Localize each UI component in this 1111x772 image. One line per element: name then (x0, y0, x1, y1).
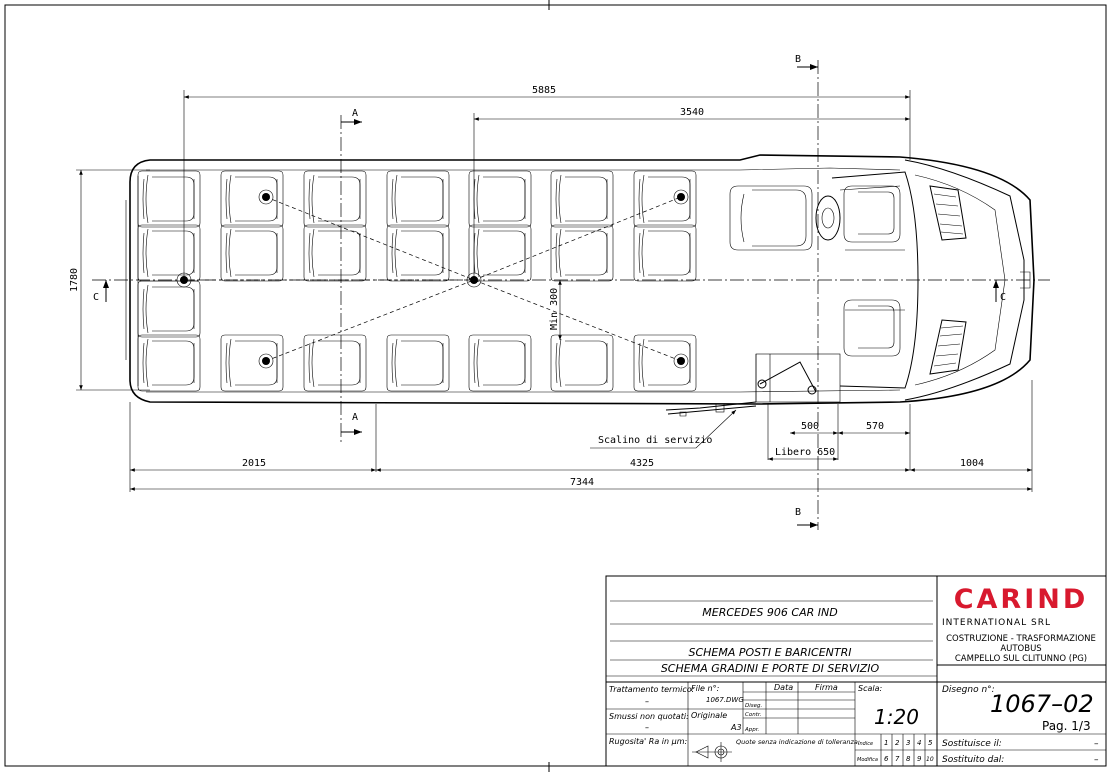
svg-text:A3: A3 (730, 723, 742, 732)
svg-text:Appr.: Appr. (744, 727, 760, 733)
svg-text:570: 570 (866, 421, 884, 432)
svg-text:Data: Data (774, 683, 793, 692)
front-vent-top (929, 185, 967, 241)
company-logo: CARIND (954, 584, 1089, 615)
dim-1780: 1780 (69, 169, 150, 391)
svg-text:5885: 5885 (532, 85, 556, 96)
dim-bottom-chain: 2015 4325 1004 7344 (129, 380, 1033, 492)
section-a-bottom-label: A (352, 412, 358, 423)
svg-text:1: 1 (884, 739, 888, 747)
svg-text:2015: 2015 (242, 458, 266, 469)
drawing-number: 1067–02 (990, 690, 1094, 718)
svg-text:–: – (645, 723, 649, 732)
svg-text:Sostituito dal:: Sostituito dal: (942, 755, 1004, 765)
svg-text:Scalino di servizio: Scalino di servizio (598, 435, 712, 446)
svg-text:Disegno n°:: Disegno n°: (942, 685, 995, 695)
bus-plan-view (125, 154, 1035, 417)
dim-500-570: 500 570 (767, 404, 911, 470)
dim-5885: 5885 (183, 85, 911, 280)
svg-text:9: 9 (917, 755, 922, 763)
svg-text:Quote senza indicazione di tol: Quote senza indicazione di tolleranza: (736, 738, 860, 746)
dim-min300: Min 300 (549, 280, 562, 340)
svg-text:1067.DWG: 1067.DWG (706, 696, 744, 704)
svg-text:–: – (1094, 739, 1099, 749)
svg-text:Originale: Originale (691, 711, 727, 720)
section-b-top-label: B (795, 54, 801, 65)
svg-text:1780: 1780 (69, 268, 80, 292)
section-c-left-label: C (93, 292, 99, 303)
svg-text:500: 500 (801, 421, 819, 432)
scale-value: 1:20 (874, 705, 919, 729)
section-b: B B (795, 54, 819, 530)
svg-text:7344: 7344 (570, 477, 594, 488)
dim-libero: Libero 650 (768, 447, 838, 461)
svg-text:File n°:: File n°: (691, 684, 720, 693)
svg-text:4325: 4325 (630, 458, 654, 469)
passenger-seats (137, 170, 697, 392)
steering-wheel-icon (815, 195, 841, 241)
front-vent-bottom (929, 319, 967, 375)
svg-text:Libero 650: Libero 650 (775, 447, 835, 458)
svg-text:Indice: Indice (858, 741, 873, 747)
scalino-callout: Scalino di servizio (590, 409, 737, 449)
section-b-bottom-label: B (795, 507, 801, 518)
svg-text:10: 10 (926, 756, 934, 763)
dim-3540: 3540 (473, 107, 910, 280)
page-number: Pag. 1/3 (1042, 719, 1091, 733)
svg-text:4: 4 (917, 739, 921, 747)
svg-text:Modifica: Modifica (857, 757, 878, 763)
svg-text:COSTRUZIONE - TRASFORMAZIONE: COSTRUZIONE - TRASFORMAZIONE (946, 634, 1096, 644)
svg-text:3540: 3540 (680, 107, 704, 118)
projection-symbol-icon (692, 742, 732, 762)
company-sub: INTERNATIONAL SRL (942, 618, 1051, 628)
svg-text:CAMPELLO SUL CLITUNNO (PG): CAMPELLO SUL CLITUNNO (PG) (955, 654, 1087, 664)
service-step (665, 401, 757, 415)
svg-text:8: 8 (906, 755, 911, 763)
svg-text:Firma: Firma (815, 683, 838, 692)
drawing-frame (4, 4, 1107, 767)
svg-text:Min 300: Min 300 (549, 288, 560, 330)
svg-text:Sostituisce il:: Sostituisce il: (942, 739, 1002, 749)
svg-text:Contr.: Contr. (745, 712, 762, 718)
svg-text:6: 6 (884, 755, 889, 763)
svg-text:–: – (1094, 755, 1099, 765)
service-door (755, 353, 841, 403)
section-a: A A (340, 108, 362, 445)
section-c: C C (93, 280, 1006, 303)
svg-text:Smussi non quotati:: Smussi non quotati: (609, 712, 689, 721)
svg-text:AUTOBUS: AUTOBUS (1000, 644, 1041, 654)
guide-seat (729, 185, 813, 251)
title-2: SCHEMA POSTI E BARICENTRI (688, 646, 851, 659)
svg-text:–: – (645, 697, 649, 706)
svg-text:Trattamento termico:: Trattamento termico: (609, 685, 695, 694)
svg-text:Rugosita' Ra in µm:: Rugosita' Ra in µm: (609, 737, 687, 746)
svg-text:7: 7 (895, 755, 900, 763)
svg-text:Diseg.: Diseg. (745, 703, 763, 709)
svg-text:Scala:: Scala: (858, 684, 883, 693)
svg-text:5: 5 (928, 739, 933, 747)
title-1: MERCEDES 906 CAR IND (702, 606, 837, 619)
svg-text:2: 2 (895, 739, 900, 747)
title-block: MERCEDES 906 CAR IND SCHEMA POSTI E BARI… (605, 575, 1107, 767)
title-3: SCHEMA GRADINI E PORTE DI SERVIZIO (661, 662, 880, 675)
svg-text:1004: 1004 (960, 458, 984, 469)
section-a-top-label: A (352, 108, 358, 119)
svg-text:3: 3 (906, 739, 910, 747)
section-c-right-label: C (1000, 292, 1006, 303)
